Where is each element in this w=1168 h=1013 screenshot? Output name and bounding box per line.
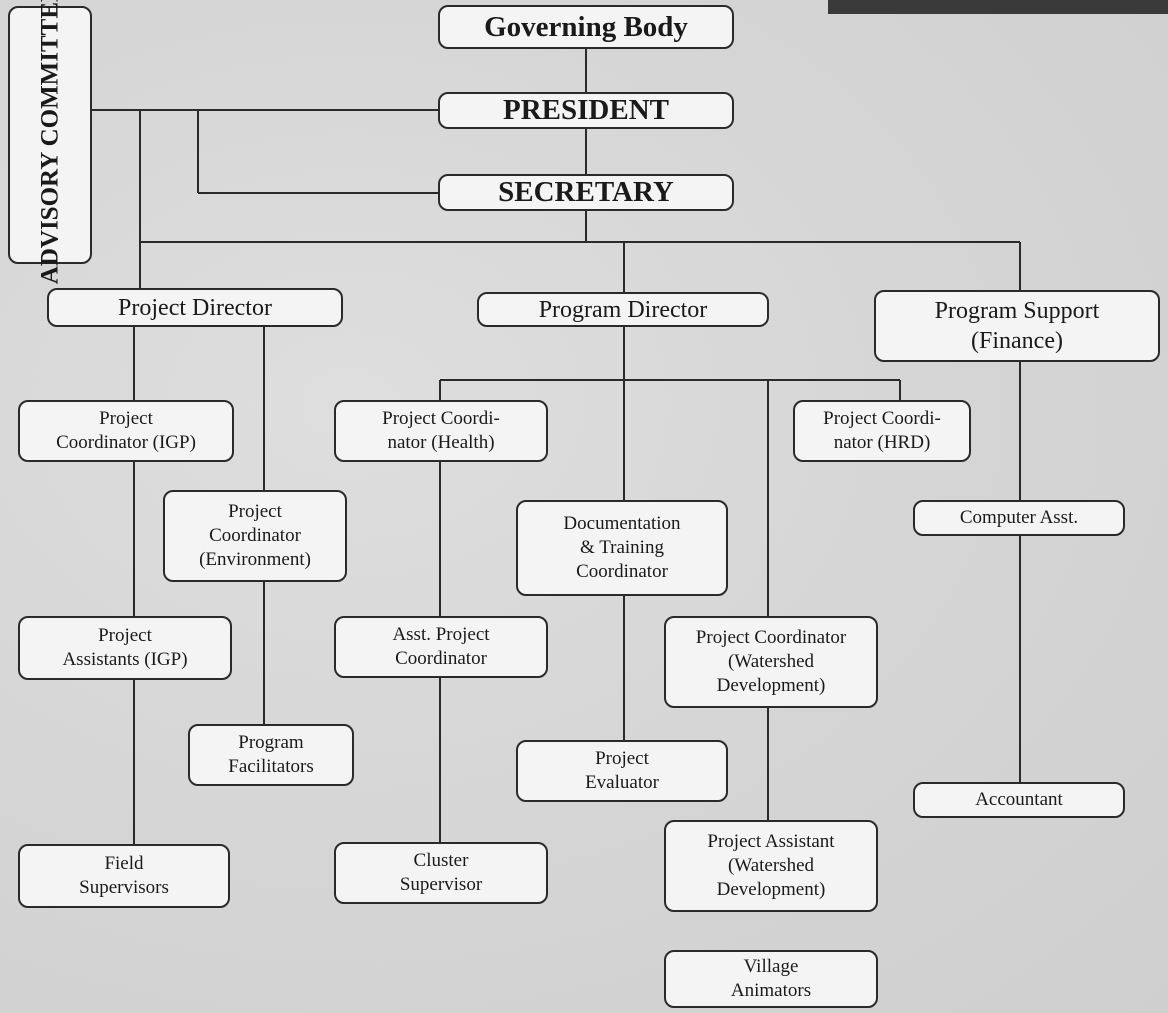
project-assistant-watershed-node: Project Assistant (Watershed Development… [664,820,878,912]
advisory-committee-label: ADVISORY COMMITTEE [36,0,64,285]
project-coordinator-environment-node: Project Coordinator (Environment) [163,490,347,582]
project-coordinator-watershed-node: Project Coordinator (Watershed Developme… [664,616,878,708]
program-director-node: Program Director [477,292,769,327]
governing-body-node: Governing Body [438,5,734,49]
advisory-committee-node: ADVISORY COMMITTEE [8,0,92,284]
asst-project-coordinator-node: Asst. Project Coordinator [334,616,548,678]
cluster-supervisor-node: Cluster Supervisor [334,842,548,904]
secretary-node: SECRETARY [438,174,734,211]
village-animators-node: Village Animators [664,950,878,1008]
project-assistants-igp-node: Project Assistants (IGP) [18,616,232,680]
program-facilitators-node: Program Facilitators [188,724,354,786]
project-coordinator-hrd-node: Project Coordi- nator (HRD) [793,400,971,462]
project-coordinator-igp-node: Project Coordinator (IGP) [18,400,234,462]
scan-corner-artifact [828,0,1168,14]
project-evaluator-node: Project Evaluator [516,740,728,802]
project-director-node: Project Director [47,288,343,327]
program-support-node: Program Support (Finance) [874,290,1160,362]
president-node: PRESIDENT [438,92,734,129]
project-coordinator-health-node: Project Coordi- nator (Health) [334,400,548,462]
accountant-node: Accountant [913,782,1125,818]
documentation-training-node: Documentation & Training Coordinator [516,500,728,596]
computer-asst-node: Computer Asst. [913,500,1125,536]
field-supervisors-node: Field Supervisors [18,844,230,908]
